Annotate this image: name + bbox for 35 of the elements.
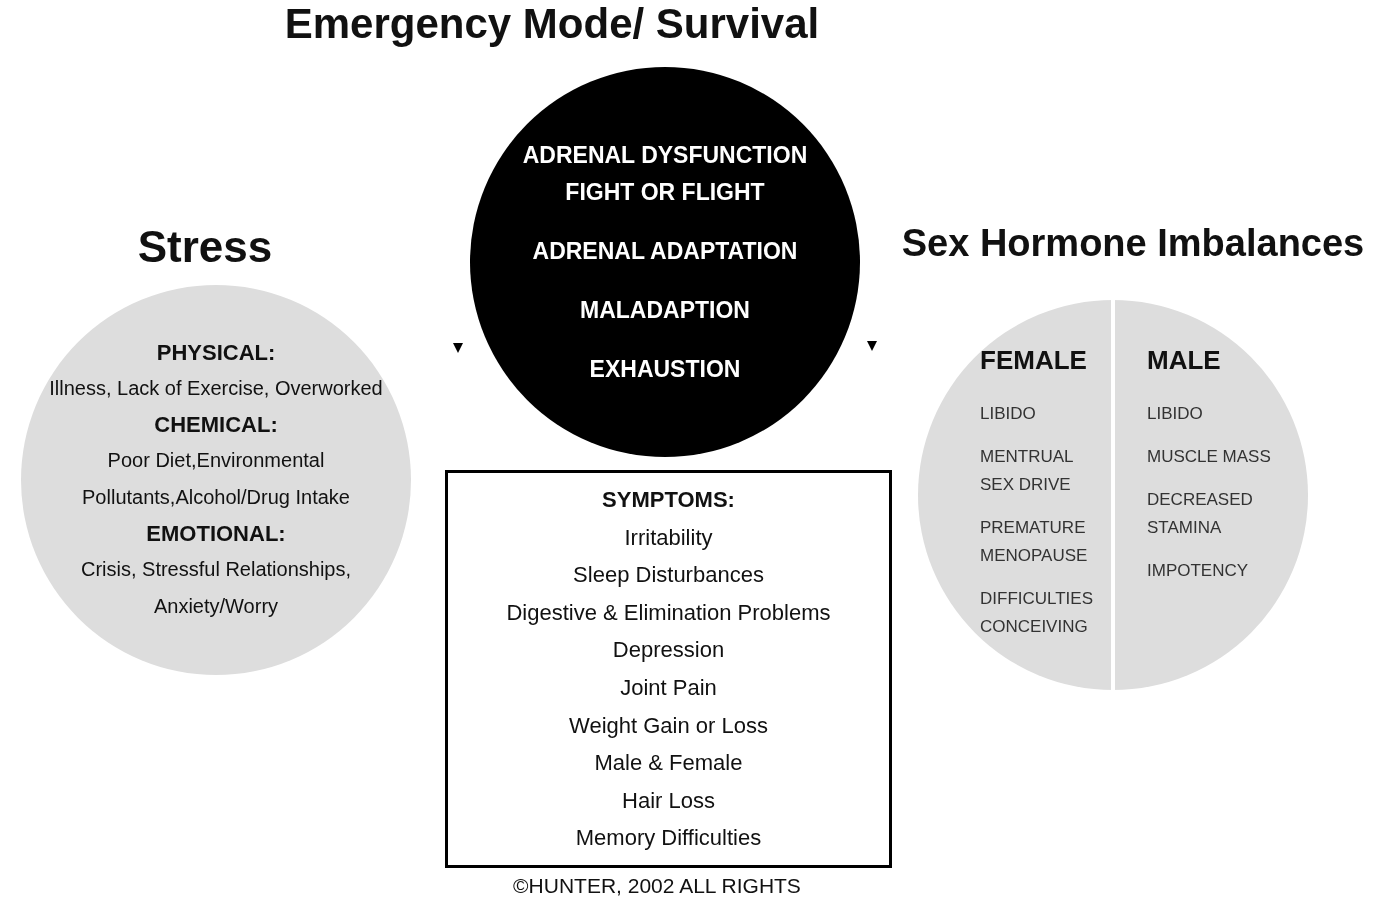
stage-text: EXHAUSTION bbox=[589, 354, 741, 384]
list-item: Hair Loss bbox=[622, 786, 715, 815]
list-item: Joint Pain bbox=[620, 674, 717, 702]
column-heading: MALE bbox=[1147, 345, 1221, 376]
section-heading: Sex Hormone Imbalances bbox=[900, 222, 1366, 265]
category-heading: PHYSICAL: bbox=[156, 339, 276, 367]
stage-text: ADRENAL DYSFUNCTION FIGHT OR FLIGHT bbox=[521, 140, 809, 207]
list-item: Sleep Disturbances bbox=[573, 561, 764, 590]
list-item: PREMATURE MENOPAUSE bbox=[980, 517, 1089, 567]
list-item: Depression bbox=[612, 636, 725, 665]
stage-text: MALADAPTION bbox=[580, 295, 750, 325]
section-heading: Stress bbox=[136, 222, 274, 272]
copyright-note: ©HUNTER, 2002 ALL RIGHTS bbox=[512, 874, 802, 898]
symptoms-box bbox=[445, 470, 892, 868]
list-item: Irritability bbox=[624, 523, 713, 552]
list-item: MUSCLE MASS bbox=[1147, 446, 1271, 468]
category-heading: EMOTIONAL: bbox=[146, 520, 286, 548]
list-heading: SYMPTOMS: bbox=[602, 486, 735, 515]
list-item: DIFFICULTIES CONCEIVING bbox=[980, 588, 1095, 638]
list-item: MENTRUAL SEX DRIVE bbox=[980, 446, 1074, 496]
stage-text: ADRENAL ADAPTATION bbox=[532, 236, 798, 266]
list-item: IMPOTENCY bbox=[1147, 560, 1249, 582]
list-item: Digestive & Elimination Problems bbox=[506, 598, 831, 627]
description-text: Poor Diet,Environmental Pollutants,Alcohol/Drug Intake bbox=[81, 448, 351, 510]
category-heading: CHEMICAL: bbox=[154, 411, 278, 439]
list-item: LIBIDO bbox=[1147, 403, 1203, 425]
diagram-title: Emergency Mode/ Survival bbox=[283, 0, 821, 48]
column-heading: FEMALE bbox=[980, 345, 1087, 376]
list-item: Male & Female bbox=[594, 749, 743, 778]
list-item: Memory Difficulties bbox=[575, 824, 762, 853]
list-item: Weight Gain or Loss bbox=[569, 711, 768, 740]
description-text: Illness, Lack of Exercise, Overworked bbox=[49, 376, 383, 401]
description-text: Crisis, Stressful Relationships, Anxiety/Worry bbox=[79, 557, 353, 619]
list-item: LIBIDO bbox=[980, 403, 1036, 425]
list-item: DECREASED STAMINA bbox=[1147, 489, 1254, 539]
